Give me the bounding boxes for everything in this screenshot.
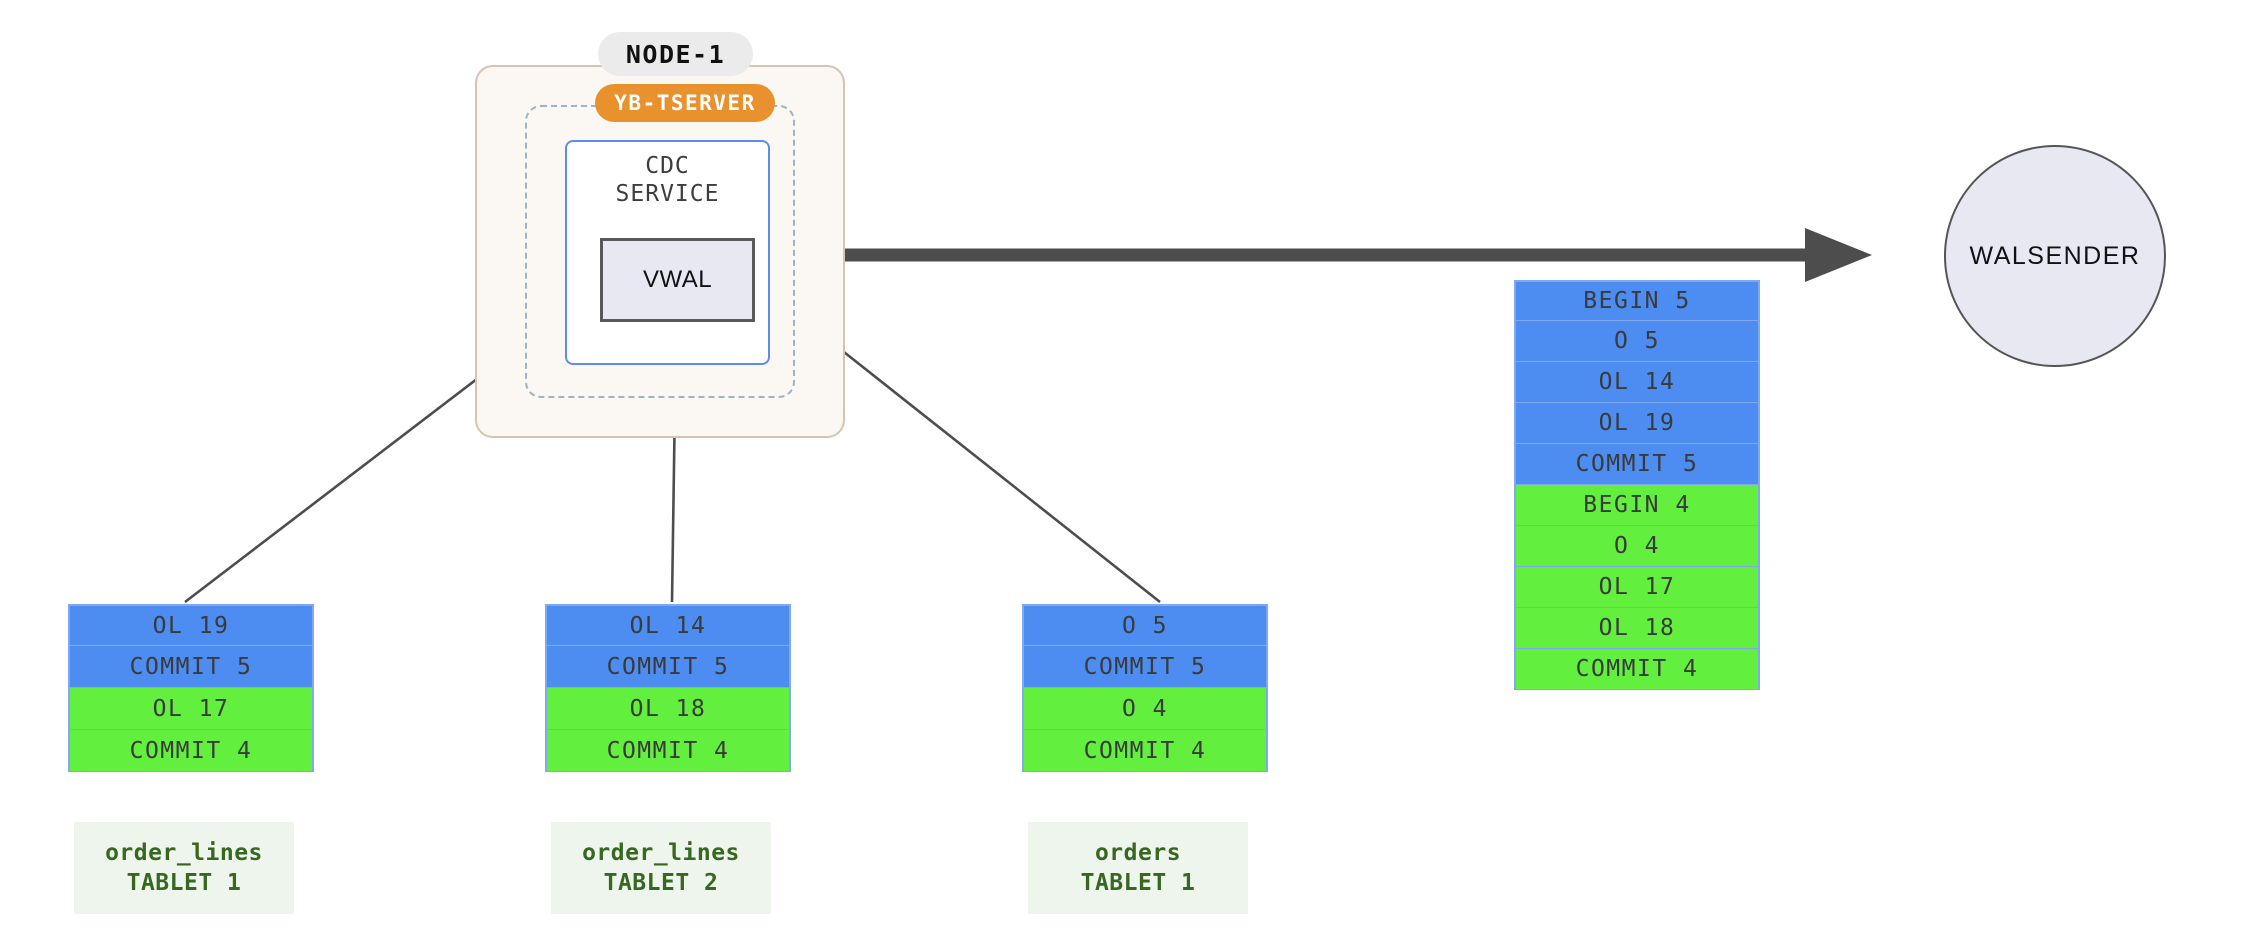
vwal-box: VWAL [600,238,755,322]
tserver-pill: YB-TSERVER [595,84,775,122]
tablet-index-label: TABLET 1 [126,870,242,896]
output-record-row: O 5 [1514,321,1760,362]
tablet-record-row: COMMIT 5 [68,646,314,688]
node-title-pill: NODE-1 [598,32,753,76]
tablet-record-row: O 5 [1022,604,1268,646]
tablet-table-name: order_lines [105,840,263,866]
cdc-service-label-line1: CDC [645,153,690,179]
tablet-table-name: orders [1094,840,1182,866]
cdc-service-label-line2: SERVICE [615,181,720,207]
walsender-node: WALSENDER [1944,145,2166,367]
tablet-record-row: COMMIT 5 [545,646,791,688]
output-record-row: BEGIN 5 [1514,280,1760,321]
output-record-row: COMMIT 5 [1514,444,1760,485]
tablet-record-row: O 4 [1022,688,1268,730]
output-record-row: O 4 [1514,526,1760,567]
tablet-record-row: OL 14 [545,604,791,646]
output-record-row: OL 14 [1514,362,1760,403]
tablet-index-label: TABLET 2 [603,870,719,896]
output-record-row: OL 17 [1514,567,1760,608]
tablet-record-row: COMMIT 4 [68,730,314,772]
tablet-record-row: OL 19 [68,604,314,646]
tablet-table-name: order_lines [582,840,740,866]
tablet-index-label: TABLET 1 [1080,870,1196,896]
tablet-record-row: COMMIT 4 [1022,730,1268,772]
tablet-record-row: OL 17 [68,688,314,730]
output-record-row: OL 18 [1514,608,1760,649]
output-record-row: COMMIT 4 [1514,649,1760,690]
tablet-record-row: OL 18 [545,688,791,730]
cdc-service-label: CDC SERVICE [565,152,770,208]
tablet-record-row: COMMIT 4 [545,730,791,772]
tablet-record-row: COMMIT 5 [1022,646,1268,688]
output-record-row: OL 19 [1514,403,1760,444]
output-record-row: BEGIN 4 [1514,485,1760,526]
edge-node-to-walsender [845,228,1872,282]
